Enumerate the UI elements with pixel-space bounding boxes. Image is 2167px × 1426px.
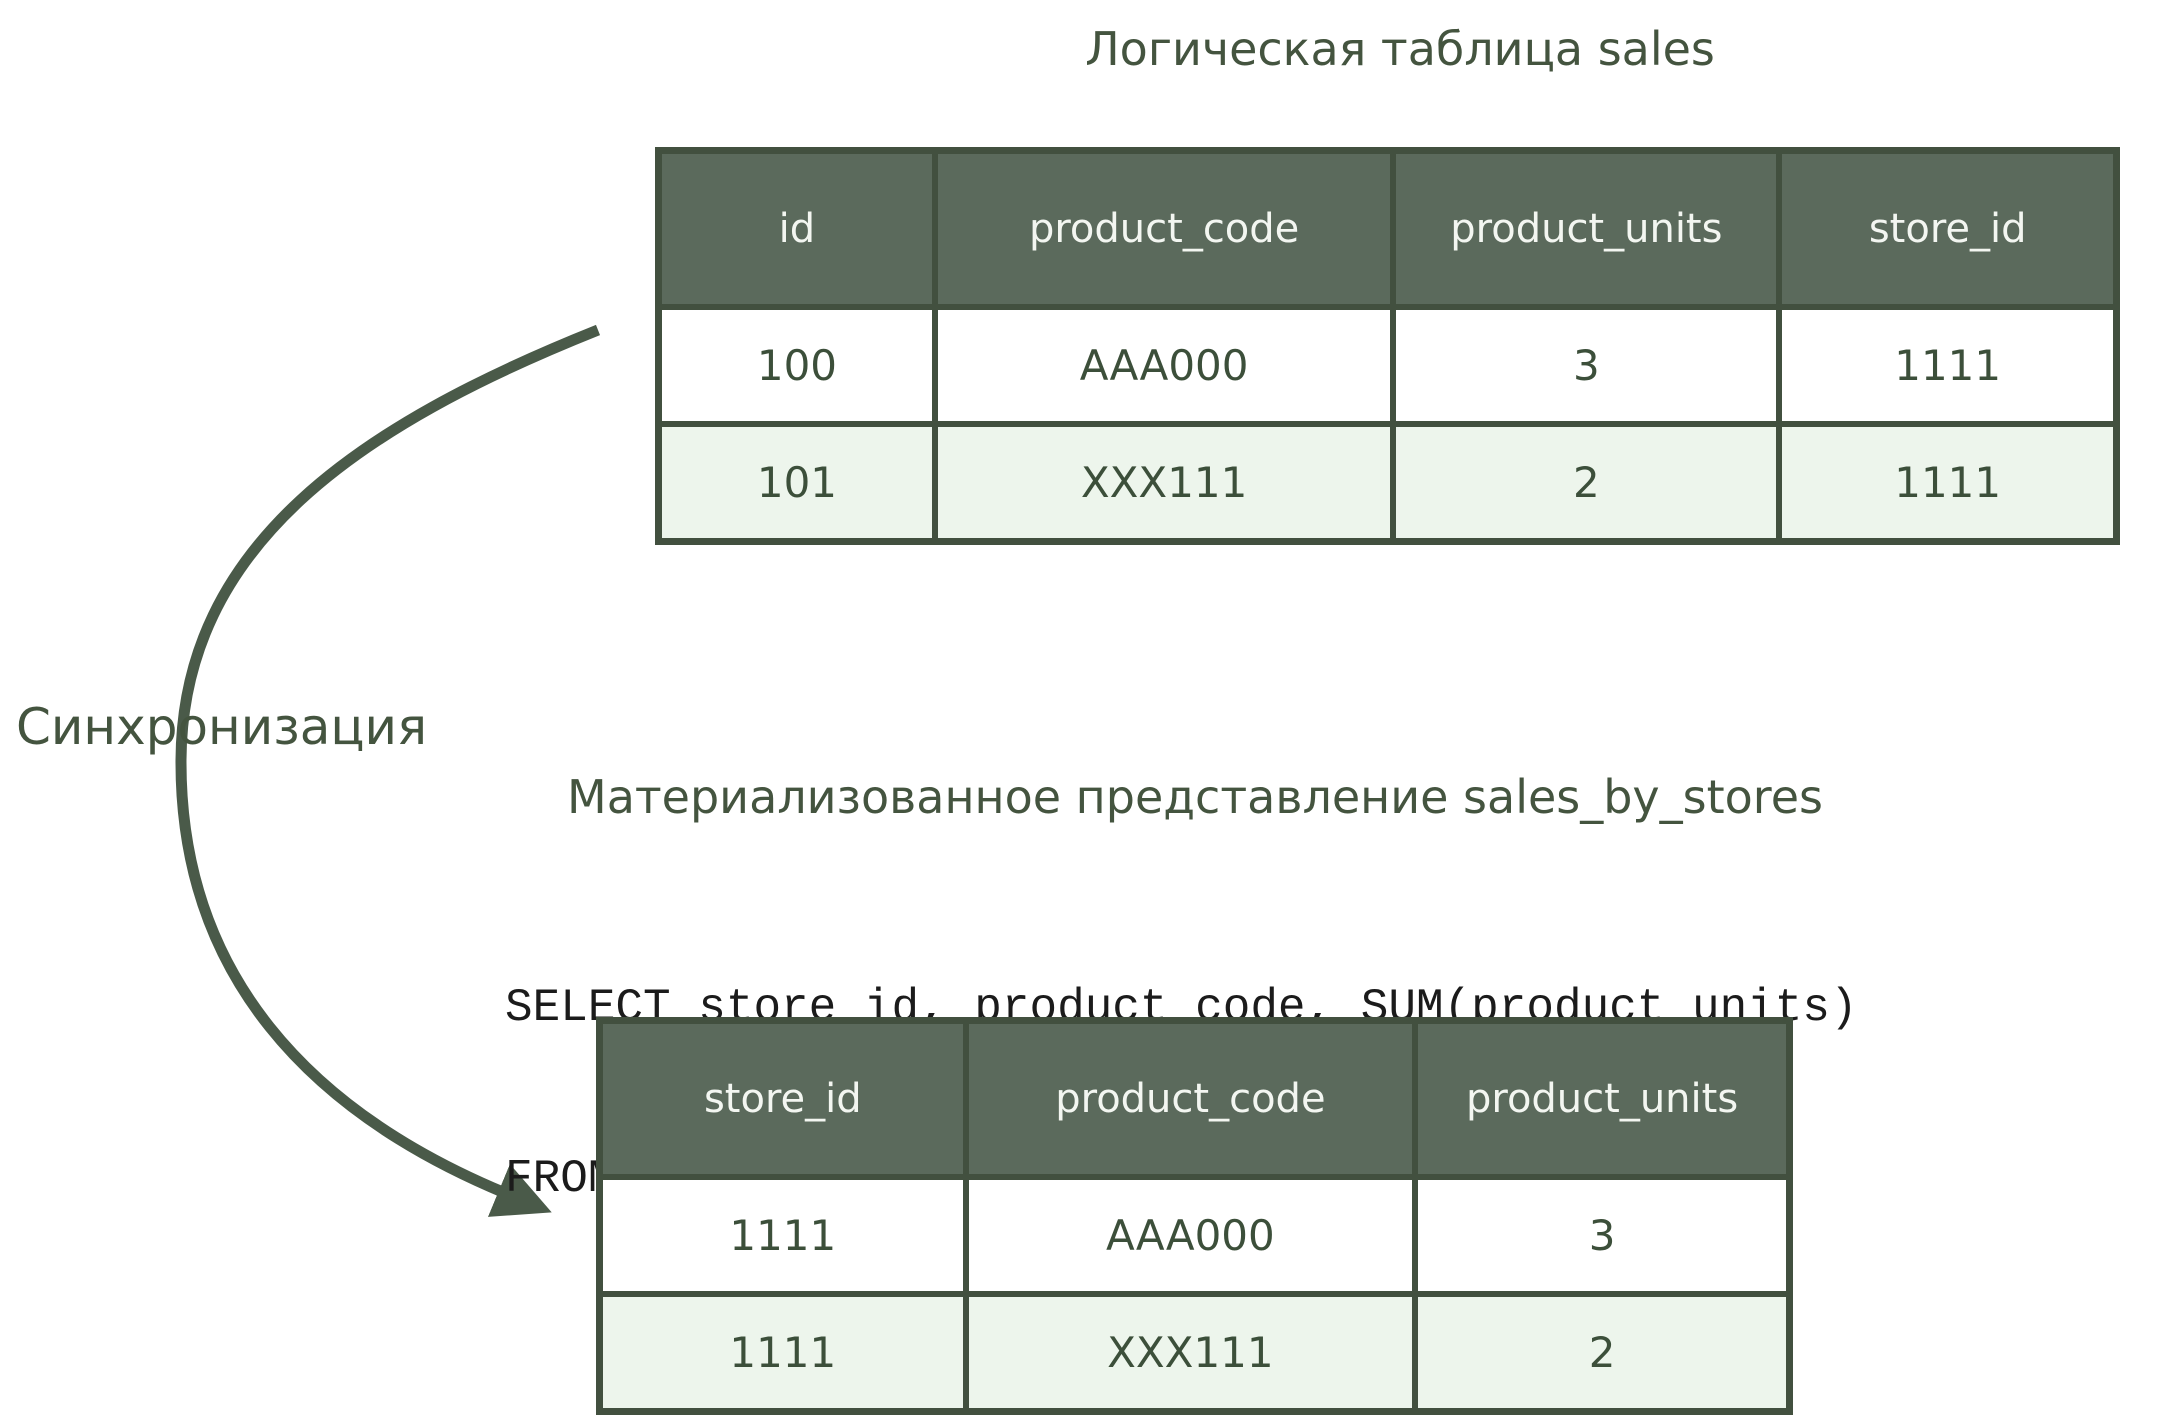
table-cell: 1111 [729,1328,837,1377]
table-cell: AAA000 [931,310,1391,421]
table-cell: 2 [1412,1297,1786,1408]
table-cell: XXX111 [931,427,1391,538]
column-header: product_code [931,154,1391,304]
logical-table-title: Логическая таблица sales [1085,22,1715,76]
table-cell: 3 [1412,1180,1786,1291]
table-cell: 3 [1390,310,1776,421]
column-header: store_id [703,1076,862,1122]
table-cell: 2 [1390,427,1776,538]
column-header: product_units [1390,154,1776,304]
column-header: product_code [962,1024,1413,1174]
column-header: id [778,206,816,252]
table-cell: 1111 [1776,427,2113,538]
table-cell: 1111 [729,1211,837,1260]
table-cell: 100 [756,341,838,390]
table-cell: 1111 [1776,310,2113,421]
materialized-view-title: Материализованное представление sales_by… [567,770,1823,824]
table-cell: 101 [756,458,838,507]
table-cell: XXX111 [962,1297,1413,1408]
sync-label: Синхронизация [16,698,428,756]
column-header: store_id [1776,154,2113,304]
column-header: product_units [1412,1024,1786,1174]
table-cell: AAA000 [962,1180,1413,1291]
